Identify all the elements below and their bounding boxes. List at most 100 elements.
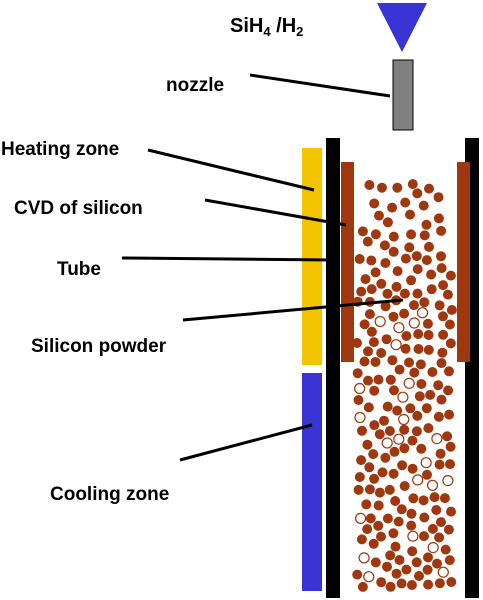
hollow-particle <box>437 566 449 578</box>
silicon-particle <box>356 455 367 466</box>
hollow-particle <box>355 512 367 525</box>
silicon-particle <box>376 278 387 289</box>
gas-subscript-1: 4 <box>263 24 271 39</box>
silicon-particle <box>391 568 402 579</box>
silicon-particle <box>411 557 422 568</box>
silicon-particle <box>400 343 411 354</box>
hollow-particle <box>374 315 386 328</box>
silicon-particle <box>407 435 418 446</box>
silicon-particle <box>370 557 381 568</box>
silicon-particle <box>380 452 391 463</box>
silicon-particle <box>419 297 430 308</box>
hollow-particle <box>381 437 393 449</box>
silicon-particle <box>369 385 380 396</box>
hollow-particle <box>420 457 432 469</box>
silicon-particle <box>364 180 375 190</box>
silicon-particle <box>444 319 455 330</box>
silicon-powder-particles <box>352 179 457 592</box>
silicon-particle <box>416 443 427 454</box>
silicon-particle <box>406 520 417 531</box>
nozzle-leader-line <box>249 73 391 98</box>
silicon-particle <box>440 544 451 555</box>
tube-label: Tube <box>57 259 101 280</box>
silicon-particle <box>357 226 368 237</box>
silicon-particle <box>373 520 384 531</box>
silicon-particle <box>363 402 374 413</box>
silicon-particle <box>406 580 417 590</box>
silicon-particle <box>377 467 388 478</box>
silicon-particle <box>427 523 438 534</box>
silicon-particle <box>356 534 367 545</box>
silicon-particle <box>393 516 404 527</box>
silicon-particle <box>442 431 453 442</box>
silicon-particle <box>364 484 375 495</box>
silicon-particle <box>357 425 367 436</box>
silicon-particle <box>439 493 450 504</box>
silicon-particle <box>433 411 444 422</box>
cooling-zone-bar <box>302 373 322 591</box>
silicon-particle <box>399 443 410 454</box>
silicon-particle <box>442 289 453 300</box>
silicon-particle <box>438 311 448 322</box>
silicon-particle <box>400 253 411 264</box>
silicon-particle <box>363 375 373 386</box>
silicon-particle <box>360 274 371 285</box>
silicon-particle <box>406 508 417 519</box>
silicon-particle <box>433 192 444 203</box>
silicon-particle <box>392 182 403 193</box>
silicon-particle <box>423 579 434 590</box>
silicon-particle <box>445 441 456 452</box>
hollow-particle <box>412 474 424 486</box>
silicon-particle <box>359 356 370 367</box>
silicon-particle <box>445 459 455 470</box>
silicon-particle <box>400 197 411 208</box>
silicon-particle <box>409 367 420 378</box>
silicon-particle <box>382 513 393 524</box>
silicon-particle <box>399 308 410 319</box>
silicon-particle <box>412 188 423 199</box>
silicon-powder-leader-line <box>182 298 404 322</box>
hollow-particle <box>390 339 402 351</box>
silicon-particle <box>373 500 384 511</box>
silicon-particle <box>416 379 427 389</box>
silicon-particle <box>366 284 377 295</box>
silicon-particle <box>364 462 375 473</box>
silicon-particle <box>431 505 442 515</box>
silicon-particle <box>422 564 433 575</box>
silicon-particle <box>407 546 418 557</box>
silicon-particle <box>427 367 438 377</box>
silicon-particle <box>407 463 418 474</box>
silicon-particle <box>436 358 447 369</box>
silicon-particle <box>370 357 381 367</box>
silicon-particle <box>446 305 457 315</box>
silicon-particle <box>385 581 396 592</box>
silicon-particle <box>412 264 423 275</box>
silicon-particle <box>368 337 379 348</box>
silicon-particle <box>408 493 419 504</box>
cvd-layer-left <box>341 162 354 362</box>
silicon-particle <box>414 571 424 581</box>
silicon-particle <box>444 409 455 420</box>
silicon-particle <box>388 528 399 539</box>
silicon-particle <box>423 330 434 340</box>
silicon-particle <box>388 311 399 322</box>
silicon-particle <box>423 552 433 563</box>
silicon-particle <box>426 284 437 295</box>
silicon-particle <box>423 344 434 355</box>
silicon-particle <box>404 357 414 368</box>
hollow-particle <box>397 391 409 403</box>
silicon-particle <box>352 569 363 580</box>
silicon-particle <box>436 263 447 274</box>
silicon-particle <box>424 183 434 194</box>
silicon-particle <box>366 255 377 266</box>
silicon-powder-label: Silicon powder <box>31 336 167 357</box>
hollow-particle <box>358 552 370 564</box>
gas-separator-text: /H <box>270 15 297 37</box>
silicon-particle <box>419 531 429 542</box>
hollow-particle <box>393 433 405 445</box>
hollow-particle <box>427 541 439 554</box>
silicon-particle <box>353 395 364 405</box>
silicon-particle <box>399 481 410 491</box>
